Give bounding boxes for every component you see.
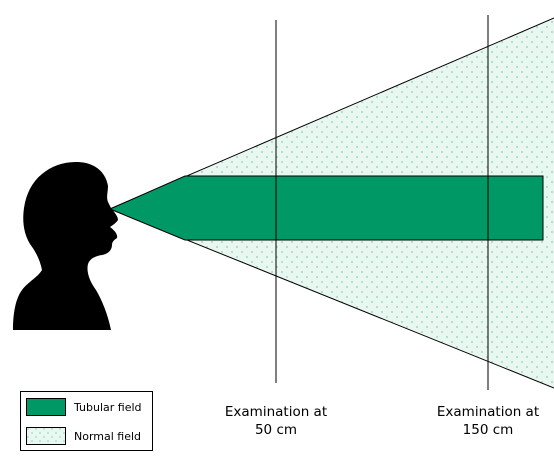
caption-150cm-line2: 150 cm <box>462 422 514 438</box>
head-silhouette <box>13 162 118 330</box>
caption-150cm-line1: Examination at <box>436 404 540 420</box>
caption-150cm: Examination at 150 cm <box>428 403 548 439</box>
caption-50cm-line1: Examination at <box>224 404 328 420</box>
legend-label-normal: Normal field <box>74 429 142 443</box>
legend-label-tubular: Tubular field <box>74 400 142 414</box>
caption-50cm-line2: 50 cm <box>254 422 298 438</box>
legend-item-normal: Normal field <box>26 426 141 446</box>
legend-item-tubular: Tubular field <box>26 397 142 417</box>
legend: Tubular field Normal field <box>20 391 153 451</box>
tubular-field-swatch <box>26 398 66 416</box>
caption-50cm: Examination at 50 cm <box>216 403 336 439</box>
tubular-field-band <box>108 175 544 241</box>
normal-field-swatch <box>26 427 66 445</box>
